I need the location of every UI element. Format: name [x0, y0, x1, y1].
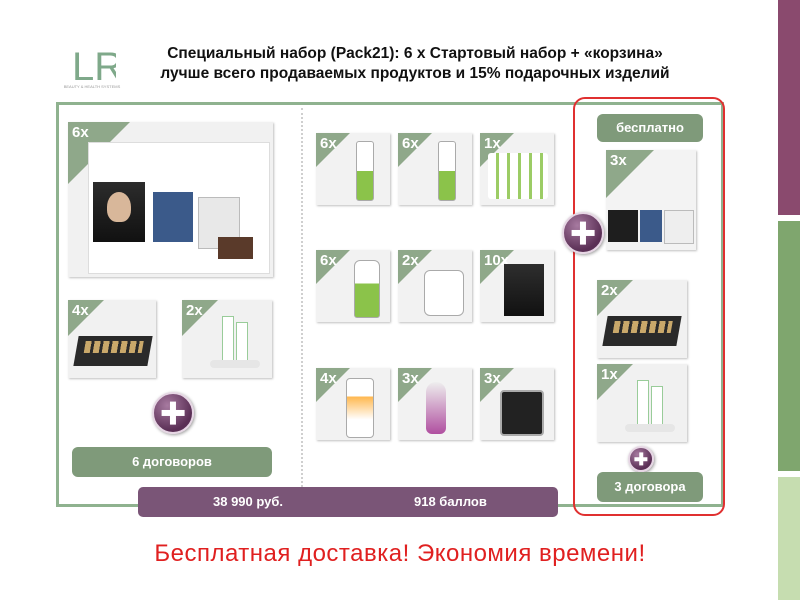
bonus-aloe-tile: 1x	[597, 364, 687, 442]
title-line-1: Специальный набор (Pack21): 6 х Стартовы…	[167, 45, 663, 62]
collection-catalog	[504, 264, 544, 316]
free-bonus-highlight	[573, 97, 725, 516]
product-qty: 6x	[402, 135, 419, 152]
bonus-kit-qty: 3x	[610, 152, 627, 169]
panel-divider	[301, 108, 303, 503]
delivery-slogan: Бесплатная доставка! Экономия времени!	[154, 540, 646, 567]
bonus-kit-tile: 3x	[606, 150, 696, 250]
fragrance-bottle	[500, 390, 544, 436]
product-tile: 6x	[398, 133, 472, 205]
decor-stripe-gap2	[778, 471, 800, 477]
logo-letters: LR	[72, 45, 116, 87]
drink-bottle	[346, 378, 374, 438]
bonus-brochure-white	[664, 210, 694, 244]
perfume-bottle	[426, 382, 446, 434]
product-tile: 3x	[480, 368, 554, 440]
product-qty: 6x	[320, 252, 337, 269]
contracts-label-6: 6 договоров	[72, 447, 272, 477]
bonus-gift-box-qty: 2x	[601, 282, 618, 299]
free-label: бесплатно	[597, 114, 703, 142]
product-qty: 4x	[320, 370, 337, 387]
aloe-set	[488, 153, 548, 199]
plus-icon-right	[562, 212, 604, 254]
brochure-card	[218, 237, 253, 259]
product-qty: 3x	[402, 370, 419, 387]
bonus-brochure-blue	[640, 210, 662, 242]
brochure-collection	[93, 182, 145, 242]
aloe-tray	[210, 360, 260, 368]
spray-bottle	[354, 260, 380, 318]
colloid-jar	[424, 270, 464, 316]
product-tile: 10x	[480, 250, 554, 322]
aloe-set-qty: 2x	[186, 302, 203, 319]
product-tile: 6x	[316, 133, 390, 205]
product-tile: 3x	[398, 368, 472, 440]
bonus-gift-box	[602, 316, 682, 346]
starter-kit-tile: 6x	[68, 122, 273, 277]
brand-logo: LR	[66, 42, 123, 102]
bonus-aloe-tray	[625, 424, 675, 432]
decor-stripe-green	[778, 221, 800, 471]
plus-icon-small	[628, 446, 654, 472]
bonus-aloe-bottle-2	[651, 386, 663, 428]
aloe-tube	[356, 141, 374, 201]
bonus-gift-box-tile: 2x	[597, 280, 687, 358]
product-qty: 2x	[402, 252, 419, 269]
starter-kit-qty: 6x	[72, 124, 89, 141]
decor-stripe-lightgreen	[778, 477, 800, 600]
pack-points: 918 баллов	[414, 494, 487, 509]
product-qty: 1x	[484, 135, 501, 152]
brochure-blue	[153, 192, 193, 242]
product-qty: 3x	[484, 370, 501, 387]
title-line-2: лучше всего продаваемых продуктов и 15% …	[160, 65, 670, 82]
logo-subtitle: BEAUTY & HEALTH SYSTEMS	[63, 84, 121, 89]
product-qty: 6x	[320, 135, 337, 152]
aloe-tube	[438, 141, 456, 201]
aloe-set-tile: 2x	[182, 300, 272, 378]
gift-box-qty: 4x	[72, 302, 89, 319]
product-qty: 10x	[484, 252, 510, 269]
contracts-label-3: 3 договора	[597, 472, 703, 502]
gift-box-tile: 4x	[68, 300, 156, 378]
gift-box	[73, 336, 153, 366]
decor-stripe-gap	[778, 215, 800, 221]
aloe-bottle-2	[236, 322, 248, 364]
page-title: Специальный набор (Pack21): 6 х Стартовы…	[130, 44, 700, 84]
product-tile: 6x	[316, 250, 390, 322]
plus-icon	[152, 392, 194, 434]
pack-price: 38 990 руб.	[213, 494, 284, 509]
bonus-brochure-dark	[608, 210, 638, 242]
bonus-aloe-qty: 1x	[601, 366, 618, 383]
aloe-bottle	[222, 316, 234, 364]
decor-stripe-purple	[778, 0, 800, 215]
price-bar: 38 990 руб. 918 баллов	[138, 487, 558, 517]
product-tile: 1x	[480, 133, 554, 205]
bonus-aloe-bottle	[637, 380, 649, 428]
product-tile: 2x	[398, 250, 472, 322]
product-tile: 4x	[316, 368, 390, 440]
